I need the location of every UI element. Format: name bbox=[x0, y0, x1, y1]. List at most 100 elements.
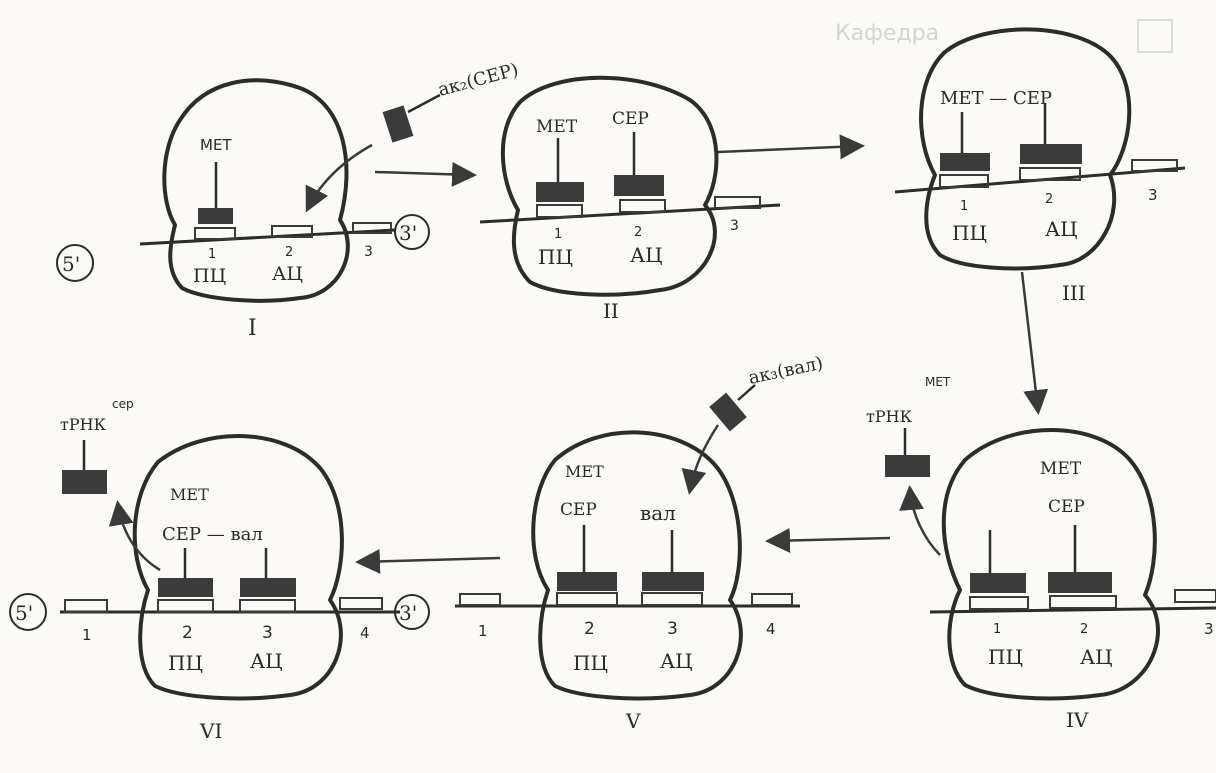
stage-label: IV bbox=[1066, 708, 1089, 732]
entry-arrow bbox=[308, 145, 372, 208]
codon-num-3: 3 bbox=[1204, 620, 1214, 638]
trna-tripeptide bbox=[240, 578, 296, 597]
aa-met-label: МЕТ bbox=[1040, 459, 1082, 479]
aa-met-label: МЕТ bbox=[170, 485, 209, 504]
ribosome-outline bbox=[503, 78, 717, 295]
codon-num-1: 1 bbox=[478, 622, 488, 640]
codon-num-2: 2 bbox=[584, 619, 595, 639]
five-prime-label: 5' bbox=[15, 601, 33, 625]
trna-ser bbox=[158, 578, 213, 597]
pc-label: ПЦ bbox=[193, 265, 226, 287]
codon-num-3: 3 bbox=[364, 244, 373, 260]
aa-met-label: МЕТ bbox=[536, 117, 578, 137]
stage-label: II bbox=[603, 299, 619, 323]
codon-2 bbox=[1050, 596, 1116, 608]
aa-ser-label: СЕР bbox=[612, 109, 649, 129]
released-trna-met bbox=[885, 455, 930, 477]
codon-num-3: 3 bbox=[262, 623, 273, 643]
aa-ser-label: СЕР bbox=[560, 500, 597, 520]
codon-num-1: 1 bbox=[960, 199, 968, 214]
codon-num-3: 3 bbox=[1148, 186, 1158, 204]
trna-val bbox=[642, 572, 704, 591]
arrow-iv-to-v bbox=[770, 538, 890, 541]
trna-met bbox=[536, 182, 584, 202]
aa-val-label: вал bbox=[640, 501, 676, 525]
released-trna-label: тРНК bbox=[866, 407, 913, 426]
pc-label: ПЦ bbox=[168, 651, 203, 675]
codon-1 bbox=[65, 600, 107, 612]
stage-1: МЕТ 1 2 3 ПЦ АЦ 5' 3' I ак₂(СЕР) bbox=[57, 59, 521, 341]
aa-met-label: МЕТ bbox=[565, 462, 604, 481]
codon-num-2: 2 bbox=[634, 225, 642, 240]
codon-num-4: 4 bbox=[766, 620, 776, 638]
released-trna-sup: сер bbox=[112, 397, 134, 411]
arrow-ii-to-iii bbox=[718, 146, 860, 152]
aa-ser-label: СЕР bbox=[1048, 497, 1085, 517]
stage-label: I bbox=[248, 316, 257, 341]
pc-label: ПЦ bbox=[573, 651, 608, 675]
background-box bbox=[1138, 20, 1172, 52]
trna-ser bbox=[614, 175, 664, 196]
incoming-trna-stem bbox=[408, 95, 440, 112]
three-prime-label: 3' bbox=[399, 221, 417, 245]
released-trna-sup: МЕТ bbox=[925, 375, 951, 389]
codon-num-1: 1 bbox=[554, 227, 562, 242]
ac-label: АЦ bbox=[1045, 217, 1078, 241]
ac-label: АЦ bbox=[250, 649, 283, 673]
arrow-iii-to-iv bbox=[1022, 272, 1038, 410]
stage-5: МЕТ СЕР вал 1 2 3 4 ПЦ АЦ V ак₃(вал) bbox=[455, 353, 825, 733]
ac-label: АЦ bbox=[630, 243, 663, 267]
codon-1 bbox=[460, 594, 500, 605]
trna-met bbox=[940, 153, 990, 171]
codon-num-2: 2 bbox=[1045, 192, 1053, 207]
codon-num-1: 1 bbox=[82, 626, 92, 644]
stage-3: МЕТ — СЕР 1 2 3 ПЦ АЦ III bbox=[895, 29, 1185, 305]
codon-1 bbox=[970, 597, 1028, 609]
release-arrow bbox=[910, 490, 940, 555]
stage-label: VI bbox=[199, 719, 222, 743]
trna-ser bbox=[1020, 144, 1082, 164]
codon-num-3: 3 bbox=[730, 218, 739, 234]
pc-label: ПЦ bbox=[988, 645, 1023, 669]
stage-label: III bbox=[1062, 281, 1086, 305]
codon-2 bbox=[620, 200, 665, 212]
ac-label: АЦ bbox=[660, 649, 693, 673]
trna-dipeptide bbox=[557, 572, 617, 591]
arrow-v-to-vi bbox=[360, 558, 500, 562]
stage-label: V bbox=[625, 709, 641, 733]
ribosome-outline bbox=[135, 436, 342, 698]
codon-3 bbox=[240, 600, 295, 612]
trna-dipeptide bbox=[1048, 572, 1112, 593]
incoming-aa-label: ак₃(вал) bbox=[747, 353, 825, 389]
codon-3 bbox=[1175, 590, 1216, 602]
background-watermark-text: Кафедра bbox=[835, 21, 939, 46]
released-trna-label: тРНК bbox=[60, 415, 107, 434]
codon-num-2: 2 bbox=[285, 245, 293, 260]
stage-2: МЕТ СЕР 1 2 3 ПЦ АЦ II bbox=[480, 78, 780, 323]
codon-2 bbox=[557, 593, 617, 605]
codon-num-4: 4 bbox=[360, 624, 370, 642]
stage-6: МЕТ СЕР — вал 1 2 3 4 ПЦ АЦ VI 5' 3' тРН… bbox=[10, 397, 429, 743]
codon-num-2: 2 bbox=[1080, 622, 1088, 637]
five-prime-label: 5' bbox=[62, 252, 80, 276]
ribosome-outline bbox=[164, 80, 348, 300]
pc-label: ПЦ bbox=[538, 245, 573, 269]
tripeptide-label: СЕР — вал bbox=[162, 524, 263, 545]
arrow-i-to-ii bbox=[375, 172, 472, 175]
entry-arrow bbox=[690, 425, 718, 490]
dipeptide-label: МЕТ — СЕР bbox=[940, 88, 1052, 109]
pc-label: ПЦ bbox=[952, 221, 987, 245]
codon-num-3: 3 bbox=[667, 619, 678, 639]
codon-4 bbox=[752, 594, 792, 605]
trna-met bbox=[198, 208, 233, 224]
codon-num-1: 1 bbox=[208, 247, 216, 262]
ac-label: АЦ bbox=[1080, 645, 1113, 669]
incoming-aa-label: ак₂(СЕР) bbox=[436, 59, 521, 101]
released-trna-ser bbox=[62, 470, 107, 494]
three-prime-label: 3' bbox=[399, 601, 417, 625]
trna-empty bbox=[970, 573, 1026, 593]
codon-1 bbox=[195, 228, 235, 239]
ac-label: АЦ bbox=[272, 263, 303, 285]
codon-num-2: 2 bbox=[182, 623, 193, 643]
